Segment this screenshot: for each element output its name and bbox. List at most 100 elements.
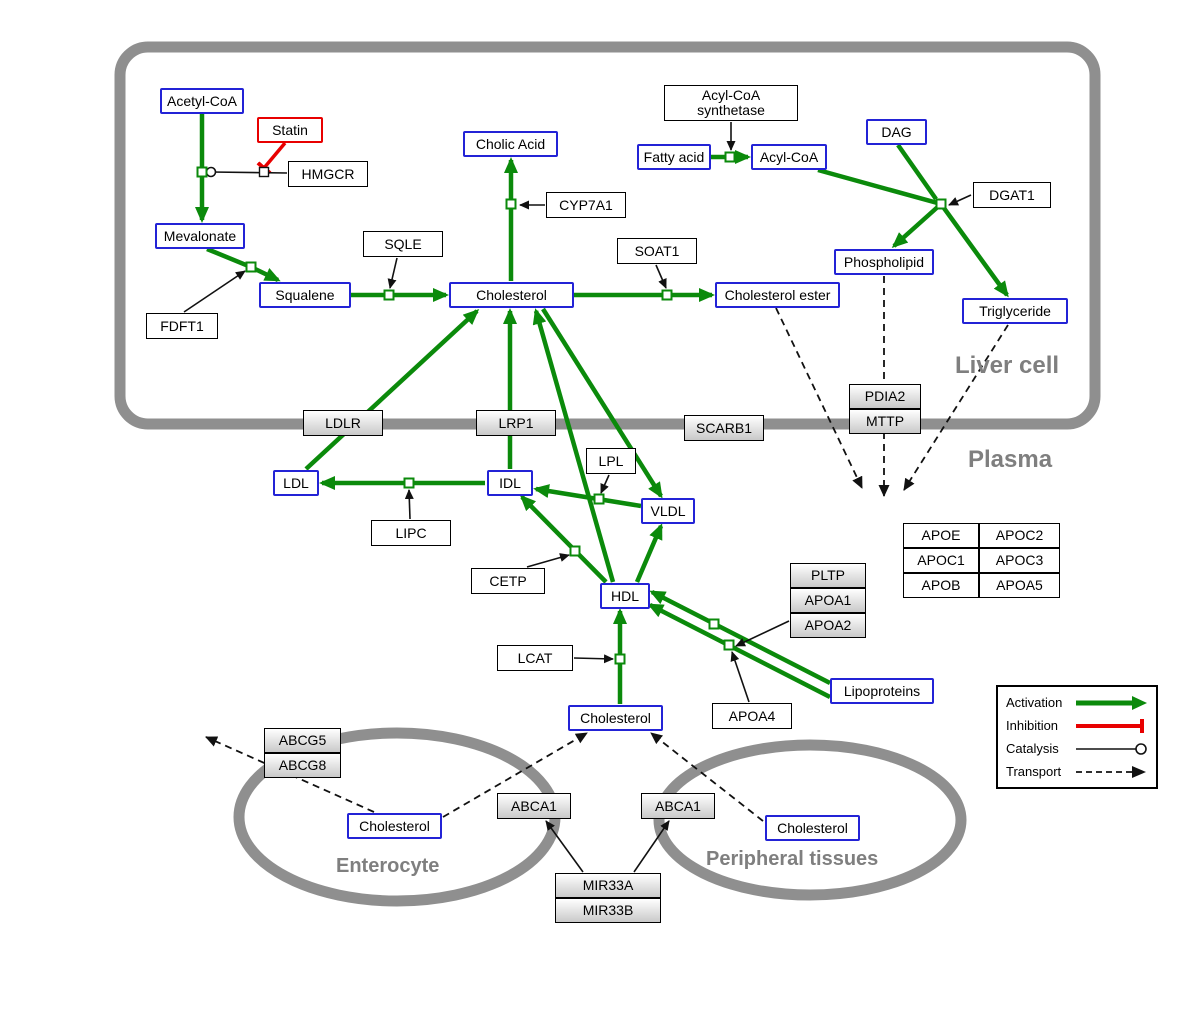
reaction-node-cholesterol-to-cholesterol-ester xyxy=(661,289,673,301)
edge-soat1-catalysis xyxy=(655,264,667,289)
node-label: HDL xyxy=(610,587,639,604)
node-acyl-coa-synthetase[interactable]: Acyl-CoA synthetase xyxy=(664,85,798,121)
node-acyl-coa[interactable]: Acyl-CoA xyxy=(751,144,827,170)
node-label: PDIA2 xyxy=(864,388,906,405)
node-soat1[interactable]: SOAT1 xyxy=(617,238,697,264)
node-label: PLTP xyxy=(811,567,845,584)
node-mttp[interactable]: MTTP xyxy=(849,409,921,434)
node-abca1-enterocyte[interactable]: ABCA1 xyxy=(497,793,571,819)
node-label: FDFT1 xyxy=(160,317,204,334)
catalysis-circle-icon xyxy=(1076,742,1147,755)
node-triglyceride[interactable]: Triglyceride xyxy=(962,298,1068,324)
legend-item-inhibition: Inhibition xyxy=(1006,718,1148,734)
node-scarb1[interactable]: SCARB1 xyxy=(684,415,764,441)
reaction-node-acetyl-coa-to-mevalonate xyxy=(196,166,208,178)
node-label: SOAT1 xyxy=(634,242,680,259)
node-mir33a[interactable]: MIR33A xyxy=(555,873,661,898)
node-ldlr[interactable]: LDLR xyxy=(303,410,383,436)
node-apoe[interactable]: APOE xyxy=(903,523,979,548)
node-label: Acyl-CoA xyxy=(759,148,819,165)
node-label: DGAT1 xyxy=(989,186,1035,203)
node-dgat1[interactable]: DGAT1 xyxy=(973,182,1051,208)
node-statin[interactable]: Statin xyxy=(257,117,323,143)
edge-lipoproteins-to-hdl-upper xyxy=(649,589,832,686)
node-lcat[interactable]: LCAT xyxy=(497,645,573,671)
anchor-node-hmgcr-catalysis xyxy=(258,166,270,178)
reaction-node-cholesterol-to-cholic-acid xyxy=(505,198,517,210)
edge-hdl-to-vldl xyxy=(634,523,664,583)
node-acetyl-coa[interactable]: Acetyl-CoA xyxy=(160,88,244,114)
edge-dag-to-dgat1-reaction xyxy=(896,143,938,201)
node-label: APOC3 xyxy=(995,552,1044,569)
legend-item-transport: Transport xyxy=(1006,764,1148,780)
node-apoa2[interactable]: APOA2 xyxy=(790,613,866,638)
node-cholesterol-enterocyte[interactable]: Cholesterol xyxy=(347,813,442,839)
node-label: CETP xyxy=(489,572,527,589)
node-ldl[interactable]: LDL xyxy=(273,470,319,496)
node-apoa4[interactable]: APOA4 xyxy=(712,703,792,729)
node-lipc[interactable]: LIPC xyxy=(371,520,451,546)
legend: Activation Inhibition Catalysis Transpor… xyxy=(996,685,1158,789)
node-cyp7a1[interactable]: CYP7A1 xyxy=(546,192,626,218)
legend-label-transport: Transport xyxy=(1006,764,1062,779)
edges-layer xyxy=(183,114,1009,873)
node-label: SQLE xyxy=(384,235,422,252)
legend-label-inhibition: Inhibition xyxy=(1006,718,1059,733)
node-dag[interactable]: DAG xyxy=(866,119,927,145)
node-label: Lipoproteins xyxy=(843,682,921,699)
enterocyte-label: Enterocyte xyxy=(336,855,440,877)
node-cholic-acid[interactable]: Cholic Acid xyxy=(463,131,558,157)
node-fdft1[interactable]: FDFT1 xyxy=(146,313,218,339)
node-abcg8[interactable]: ABCG8 xyxy=(264,753,341,778)
node-hmgcr[interactable]: HMGCR xyxy=(288,161,368,187)
node-fatty-acid[interactable]: Fatty acid xyxy=(637,144,711,170)
edge-apolipoproteins-to-hdl-reaction xyxy=(735,620,790,647)
node-label: Cholesterol ester xyxy=(724,286,831,303)
node-label: Cholesterol xyxy=(777,819,848,836)
node-label: Fatty acid xyxy=(643,148,705,165)
edge-vldl-to-idl xyxy=(533,484,642,509)
node-apoc3[interactable]: APOC3 xyxy=(979,548,1060,573)
edge-lipoproteins-to-hdl-lower xyxy=(647,602,832,700)
node-label: ABCA1 xyxy=(655,797,701,814)
node-cholesterol-ester[interactable]: Cholesterol ester xyxy=(715,282,840,308)
node-cetp[interactable]: CETP xyxy=(471,568,545,594)
node-cholesterol-plasma[interactable]: Cholesterol xyxy=(568,705,663,731)
node-pltp[interactable]: PLTP xyxy=(790,563,866,588)
node-label: DAG xyxy=(881,123,912,140)
node-apob[interactable]: APOB xyxy=(903,573,979,598)
node-apoc2[interactable]: APOC2 xyxy=(979,523,1060,548)
edge-sqle-catalysis xyxy=(387,257,398,289)
node-abcg5[interactable]: ABCG5 xyxy=(264,728,341,753)
node-mir33b[interactable]: MIR33B xyxy=(555,898,661,923)
reaction-node-squalene-to-cholesterol xyxy=(383,289,395,301)
edge-enterocyte-cholesterol-to-plasma xyxy=(442,732,588,818)
node-hdl[interactable]: HDL xyxy=(600,583,650,609)
node-sqle[interactable]: SQLE xyxy=(363,231,443,257)
node-vldl[interactable]: VLDL xyxy=(641,498,695,524)
node-label: ABCG5 xyxy=(278,732,327,749)
node-apoa1[interactable]: APOA1 xyxy=(790,588,866,613)
node-squalene[interactable]: Squalene xyxy=(259,282,351,308)
node-pdia2[interactable]: PDIA2 xyxy=(849,384,921,409)
node-idl[interactable]: IDL xyxy=(487,470,533,496)
node-label: ABCA1 xyxy=(511,797,557,814)
node-mevalonate[interactable]: Mevalonate xyxy=(155,223,245,249)
node-lipoproteins[interactable]: Lipoproteins xyxy=(830,678,934,704)
reaction-node-mevalonate-to-squalene xyxy=(245,261,257,273)
node-lpl[interactable]: LPL xyxy=(586,448,636,474)
edge-lcat-catalysis xyxy=(573,654,614,664)
node-apoc1[interactable]: APOC1 xyxy=(903,548,979,573)
node-cholesterol-peripheral[interactable]: Cholesterol xyxy=(765,815,860,841)
node-label: MTTP xyxy=(865,413,905,430)
node-cholesterol-liver[interactable]: Cholesterol xyxy=(449,282,574,308)
node-lrp1[interactable]: LRP1 xyxy=(476,410,556,436)
node-label: APOA5 xyxy=(996,577,1043,594)
node-apoa5[interactable]: APOA5 xyxy=(979,573,1060,598)
legend-item-activation: Activation xyxy=(1006,695,1148,711)
node-label: Triglyceride xyxy=(979,302,1051,319)
node-label: Statin xyxy=(272,121,308,138)
node-abca1-peripheral[interactable]: ABCA1 xyxy=(641,793,715,819)
node-phospholipid[interactable]: Phospholipid xyxy=(834,249,934,275)
